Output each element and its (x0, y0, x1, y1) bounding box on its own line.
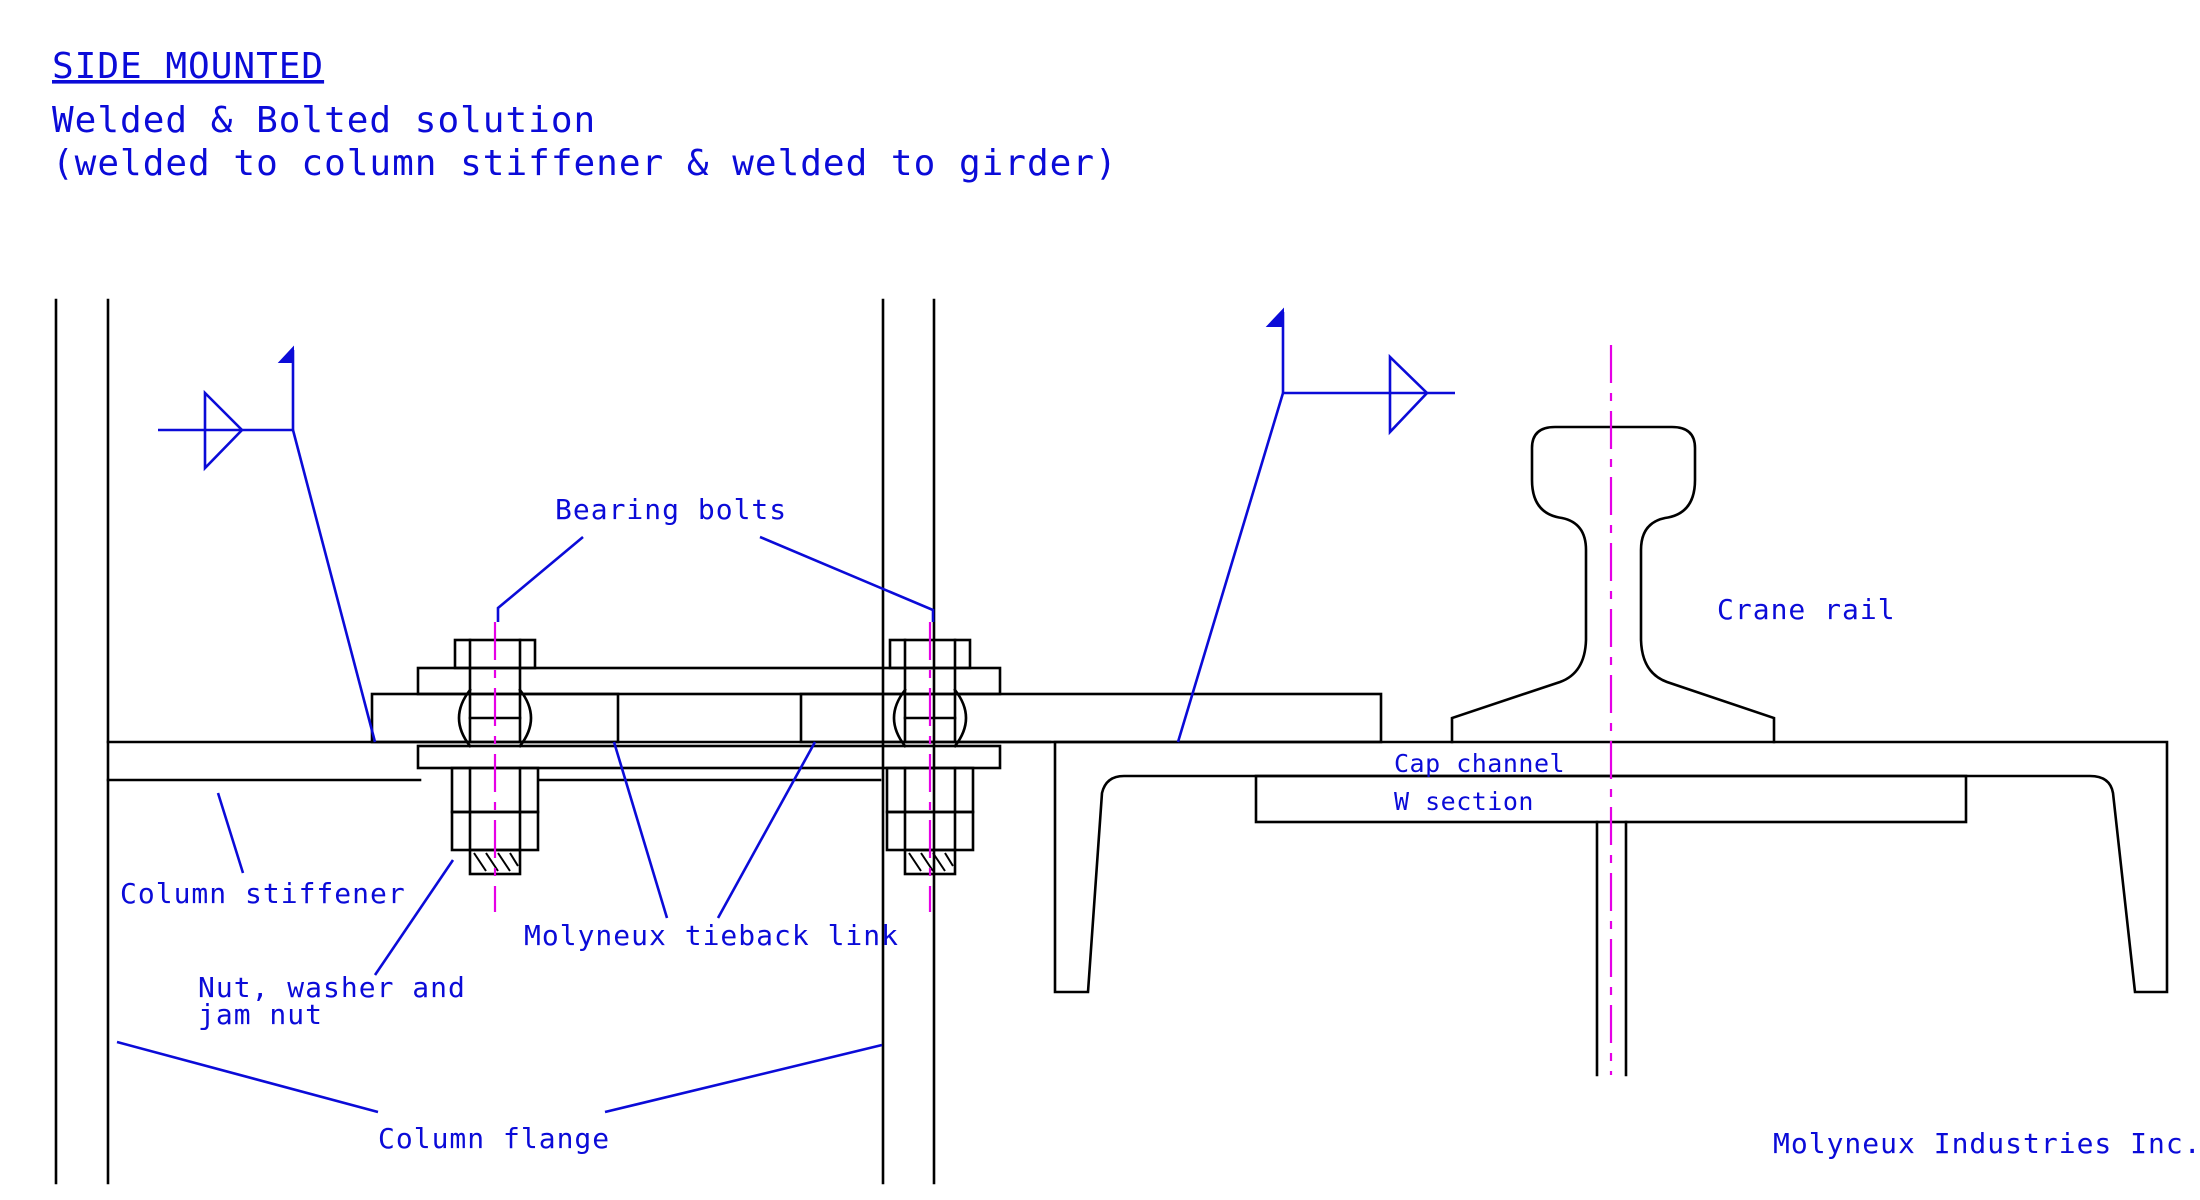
label-bearing-bolts: Bearing bolts (555, 493, 787, 526)
label-crane-rail: Crane rail (1717, 593, 1896, 626)
column-stiffener (106, 740, 1052, 782)
cap-channel (1053, 740, 2169, 994)
centerlines (493, 345, 1613, 1075)
label-cap-channel: Cap channel (1394, 749, 1565, 778)
label-nut-washer-line1: Nut, washer and (198, 971, 466, 1004)
weld-symbol-right (1176, 307, 1455, 743)
label-molyneux-tieback-link: Molyneux tieback link (524, 919, 899, 952)
drawing-subtitle-line1: Welded & Bolted solution (52, 100, 596, 141)
label-company: Molyneux Industries Inc. (1773, 1127, 2200, 1160)
label-w-section: W section (1394, 787, 1534, 816)
label-column-stiffener: Column stiffener (120, 877, 406, 910)
tieback-link-right (799, 692, 1383, 744)
leader-lines (116, 535, 935, 1114)
weld-symbol-left (158, 345, 377, 743)
top-washer-plate (416, 666, 1002, 696)
crane-rail (1450, 425, 1776, 744)
title-block: SIDE MOUNTED Welded & Bolted solution (w… (52, 46, 1118, 184)
column-flange-left (54, 298, 110, 1185)
labels: Bearing bolts Crane rail Cap channel W s… (120, 493, 2200, 1160)
drawing-title: SIDE MOUNTED (52, 46, 324, 87)
label-nut-washer-line2: jam nut (198, 998, 323, 1031)
label-column-flange: Column flange (378, 1122, 610, 1155)
bottom-washer-plate (416, 744, 1002, 770)
drawing-subtitle-line2: (welded to column stiffener & welded to … (52, 143, 1118, 184)
